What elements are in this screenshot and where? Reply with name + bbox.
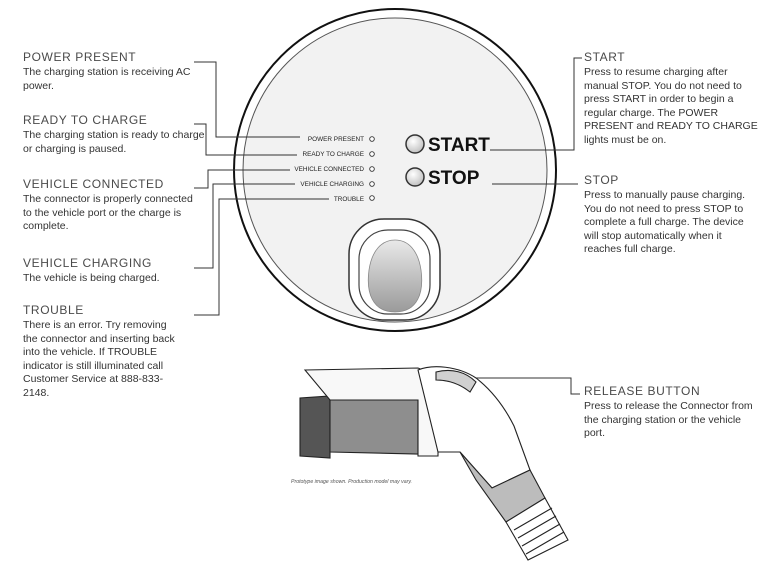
callout-description: The connector is properly connected to t… <box>23 193 193 233</box>
indicator-label-vehicle-charging: VEHICLE CHARGING <box>300 181 364 188</box>
callout-description: Press to resume charging after manual ST… <box>584 66 758 146</box>
leader-vehicle-charging <box>194 183 295 269</box>
callout-release-button: RELEASE BUTTON Press to release the Conn… <box>584 384 759 441</box>
prototype-caption: Prototype image shown. Production model … <box>291 479 412 485</box>
callout-description: Press to release the Connector from the … <box>584 400 753 440</box>
indicator-led-ready-to-charge <box>369 151 375 157</box>
leader-trouble <box>194 198 329 316</box>
indicator-led-vehicle-charging <box>369 181 375 187</box>
leader-ready-to-charge <box>194 123 297 156</box>
stop-button-label: STOP <box>428 168 480 189</box>
callout-title: RELEASE BUTTON <box>584 384 701 398</box>
callout-title: POWER PRESENT <box>23 50 137 64</box>
start-button[interactable] <box>405 134 425 154</box>
stop-button[interactable] <box>405 167 425 187</box>
leader-release-button <box>470 377 580 395</box>
callout-vehicle-connected: VEHICLE CONNECTED The connector is prope… <box>23 177 203 234</box>
callout-description: The charging station is ready to charge … <box>23 129 205 155</box>
callout-title: START <box>584 50 626 64</box>
indicator-led-trouble <box>369 195 375 201</box>
indicator-led-power-present <box>369 136 375 142</box>
callout-title: VEHICLE CONNECTED <box>23 177 164 191</box>
callout-title: VEHICLE CHARGING <box>23 256 152 270</box>
indicator-label-trouble: TROUBLE <box>334 196 364 203</box>
callout-description: Press to manually pause charging. You do… <box>584 189 746 256</box>
leader-start <box>490 57 582 151</box>
callout-description: The charging station is receiving AC pow… <box>23 66 191 92</box>
callout-title: TROUBLE <box>23 303 84 317</box>
callout-trouble: TROUBLE There is an error. Try removing … <box>23 303 183 401</box>
callout-title: READY TO CHARGE <box>23 113 148 127</box>
holster-connector-tip <box>367 239 423 313</box>
callout-power-present: POWER PRESENT The charging station is re… <box>23 50 208 93</box>
callout-title: STOP <box>584 173 619 187</box>
leader-power-present <box>194 61 300 138</box>
callout-description: There is an error. Try removing the conn… <box>23 319 175 399</box>
connector-handle <box>299 366 569 561</box>
callout-stop: STOP Press to manually pause charging. Y… <box>584 173 749 257</box>
callout-vehicle-charging: VEHICLE CHARGING The vehicle is being ch… <box>23 256 208 286</box>
callout-start: START Press to resume charging after man… <box>584 50 759 148</box>
indicator-label-power-present: POWER PRESENT <box>308 136 364 143</box>
start-button-label: START <box>428 135 490 156</box>
callout-description: The vehicle is being charged. <box>23 272 160 284</box>
leader-vehicle-connected <box>194 169 290 189</box>
indicator-label-vehicle-connected: VEHICLE CONNECTED <box>294 166 364 173</box>
indicator-led-vehicle-connected <box>369 166 375 172</box>
indicator-label-ready-to-charge: READY TO CHARGE <box>303 151 364 158</box>
callout-ready-to-charge: READY TO CHARGE The charging station is … <box>23 113 208 156</box>
